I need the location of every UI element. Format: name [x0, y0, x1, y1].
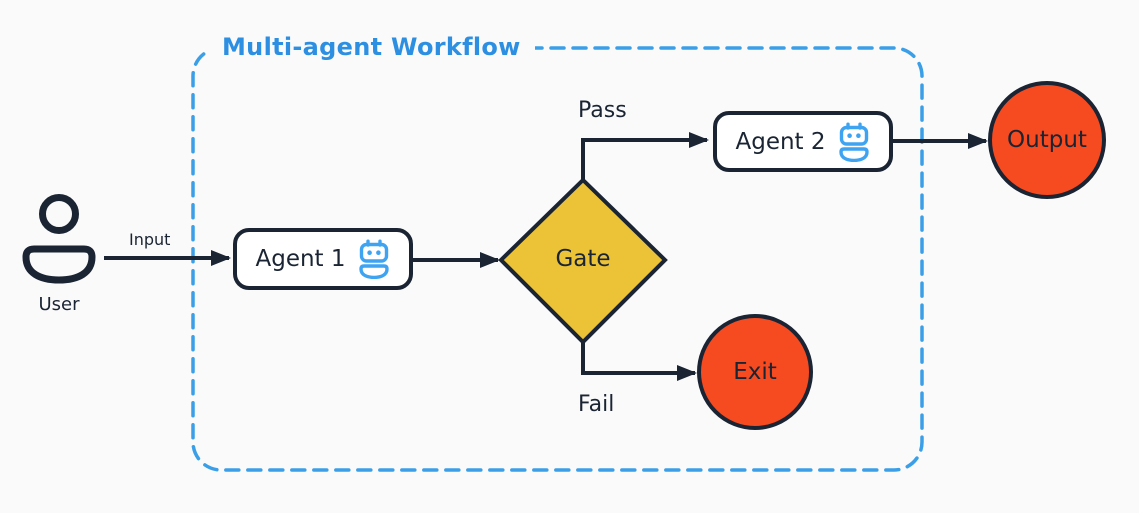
user-icon [22, 194, 96, 284]
node-output: Output [988, 81, 1106, 199]
robot-icon [358, 239, 389, 279]
workflow-group-title: Multi-agent Workflow [208, 32, 535, 62]
node-gate-label: Gate [555, 246, 611, 272]
edge-pass-label: Pass [578, 98, 627, 123]
edge-pass-line [581, 132, 709, 180]
exit-label: Exit [733, 359, 777, 385]
node-exit: Exit [697, 314, 813, 430]
robot-icon [838, 122, 869, 162]
output-label: Output [1007, 127, 1087, 153]
edge-input-label: Input [129, 230, 171, 249]
user-node-label: User [38, 294, 80, 315]
node-agent-2: Agent 2 [713, 111, 893, 172]
node-agent-1: Agent 1 [233, 228, 413, 290]
edge-fail-label: Fail [578, 392, 615, 417]
agent-2-label: Agent 2 [735, 128, 826, 155]
edge-fail-line [581, 342, 697, 381]
gate-diamond-shape [498, 177, 668, 345]
agent-1-label: Agent 1 [255, 246, 346, 272]
